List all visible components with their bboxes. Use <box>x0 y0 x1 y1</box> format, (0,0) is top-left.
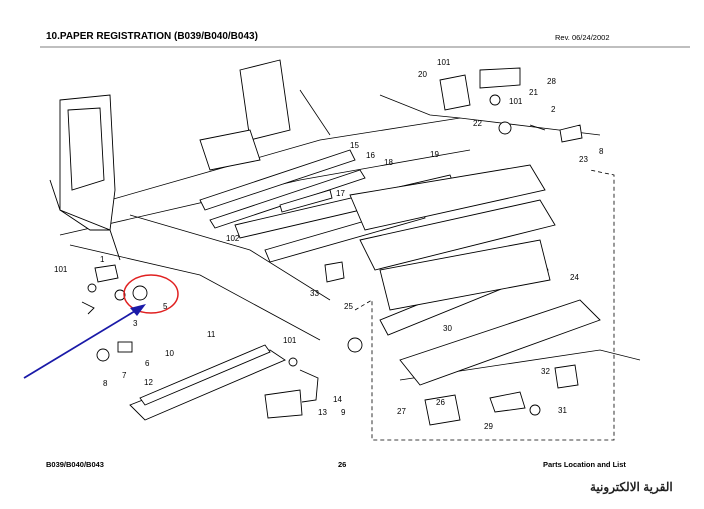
callout: 18 <box>384 158 393 167</box>
pointer-arrowhead <box>130 304 146 316</box>
callout: 31 <box>558 406 567 415</box>
callout: 8 <box>599 147 604 156</box>
callout: 102 <box>226 234 240 243</box>
bottom-parts <box>264 261 579 426</box>
callout: 11 <box>207 330 216 339</box>
callout: 12 <box>144 378 153 387</box>
pointer-arrow <box>23 307 141 379</box>
callout: 27 <box>397 407 406 416</box>
watermark-logo-text: القرية الالكترونية <box>590 480 673 494</box>
callout: 7 <box>122 371 127 380</box>
callout: 21 <box>529 88 538 97</box>
callout: 14 <box>333 395 342 404</box>
lower-guide <box>129 344 286 421</box>
callout: 6 <box>145 359 150 368</box>
footer-model: B039/B040/B043 <box>46 460 104 469</box>
callout: 25 <box>344 302 353 311</box>
callout: 26 <box>436 398 445 407</box>
callout: 2 <box>551 105 556 114</box>
callout: 13 <box>318 408 327 417</box>
callout: 15 <box>350 141 359 150</box>
callout: 3 <box>133 319 138 328</box>
callout: 101 <box>283 336 297 345</box>
subassembly-dashed-box <box>354 169 615 441</box>
callout: 8 <box>103 379 108 388</box>
guide-plates <box>349 164 601 386</box>
callout: 24 <box>570 273 579 282</box>
highlight-circle <box>123 274 179 314</box>
callout: 101 <box>54 265 68 274</box>
callout: 30 <box>443 324 452 333</box>
top-right-parts <box>439 67 583 143</box>
callout: 32 <box>541 367 550 376</box>
callout: 23 <box>579 155 588 164</box>
frame-lines <box>59 89 641 381</box>
callout: 22 <box>473 119 482 128</box>
callout: 29 <box>484 422 493 431</box>
footer-section: Parts Location and List <box>543 460 626 469</box>
callout: 1 <box>100 255 105 264</box>
callout: 20 <box>418 70 427 79</box>
page-title: 10.PAPER REGISTRATION (B039/B040/B043) <box>46 31 258 42</box>
callout: 33 <box>310 289 319 298</box>
left-small-parts <box>81 264 148 362</box>
callout: 9 <box>341 408 346 417</box>
callout-labels: 101 20 28 21 101 2 22 8 23 15 16 18 19 1… <box>54 58 604 431</box>
callout: 19 <box>430 150 439 159</box>
revision-label: Rev. 06/24/2002 <box>555 33 610 42</box>
callout: 5 <box>163 302 168 311</box>
upper-bracket <box>199 59 291 171</box>
callout: 10 <box>165 349 174 358</box>
callout: 17 <box>336 189 345 198</box>
callout: 16 <box>366 151 375 160</box>
callout: 28 <box>547 77 556 86</box>
callout: 101 <box>509 97 523 106</box>
left-side-plate <box>49 94 121 261</box>
callout: 101 <box>437 58 451 67</box>
footer-page-number: 26 <box>338 460 347 469</box>
